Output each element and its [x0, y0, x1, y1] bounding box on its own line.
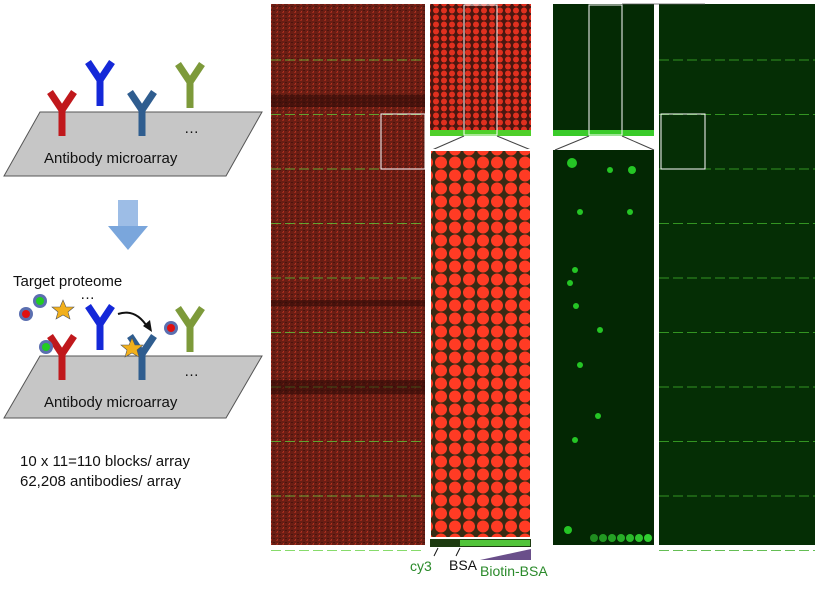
biotin-bsa-label: Biotin-BSA: [480, 563, 548, 579]
block-green: [553, 4, 654, 136]
full-array-green: [659, 4, 815, 545]
biotin-gradient: [480, 549, 531, 560]
full-array-cy3: [271, 4, 425, 545]
cy3-label: cy3: [410, 558, 432, 574]
block-cy3: [430, 4, 531, 136]
column-zoom-green: [553, 150, 654, 545]
column-zoom-cy3: [430, 150, 531, 538]
bsa-label: BSA: [449, 557, 477, 573]
